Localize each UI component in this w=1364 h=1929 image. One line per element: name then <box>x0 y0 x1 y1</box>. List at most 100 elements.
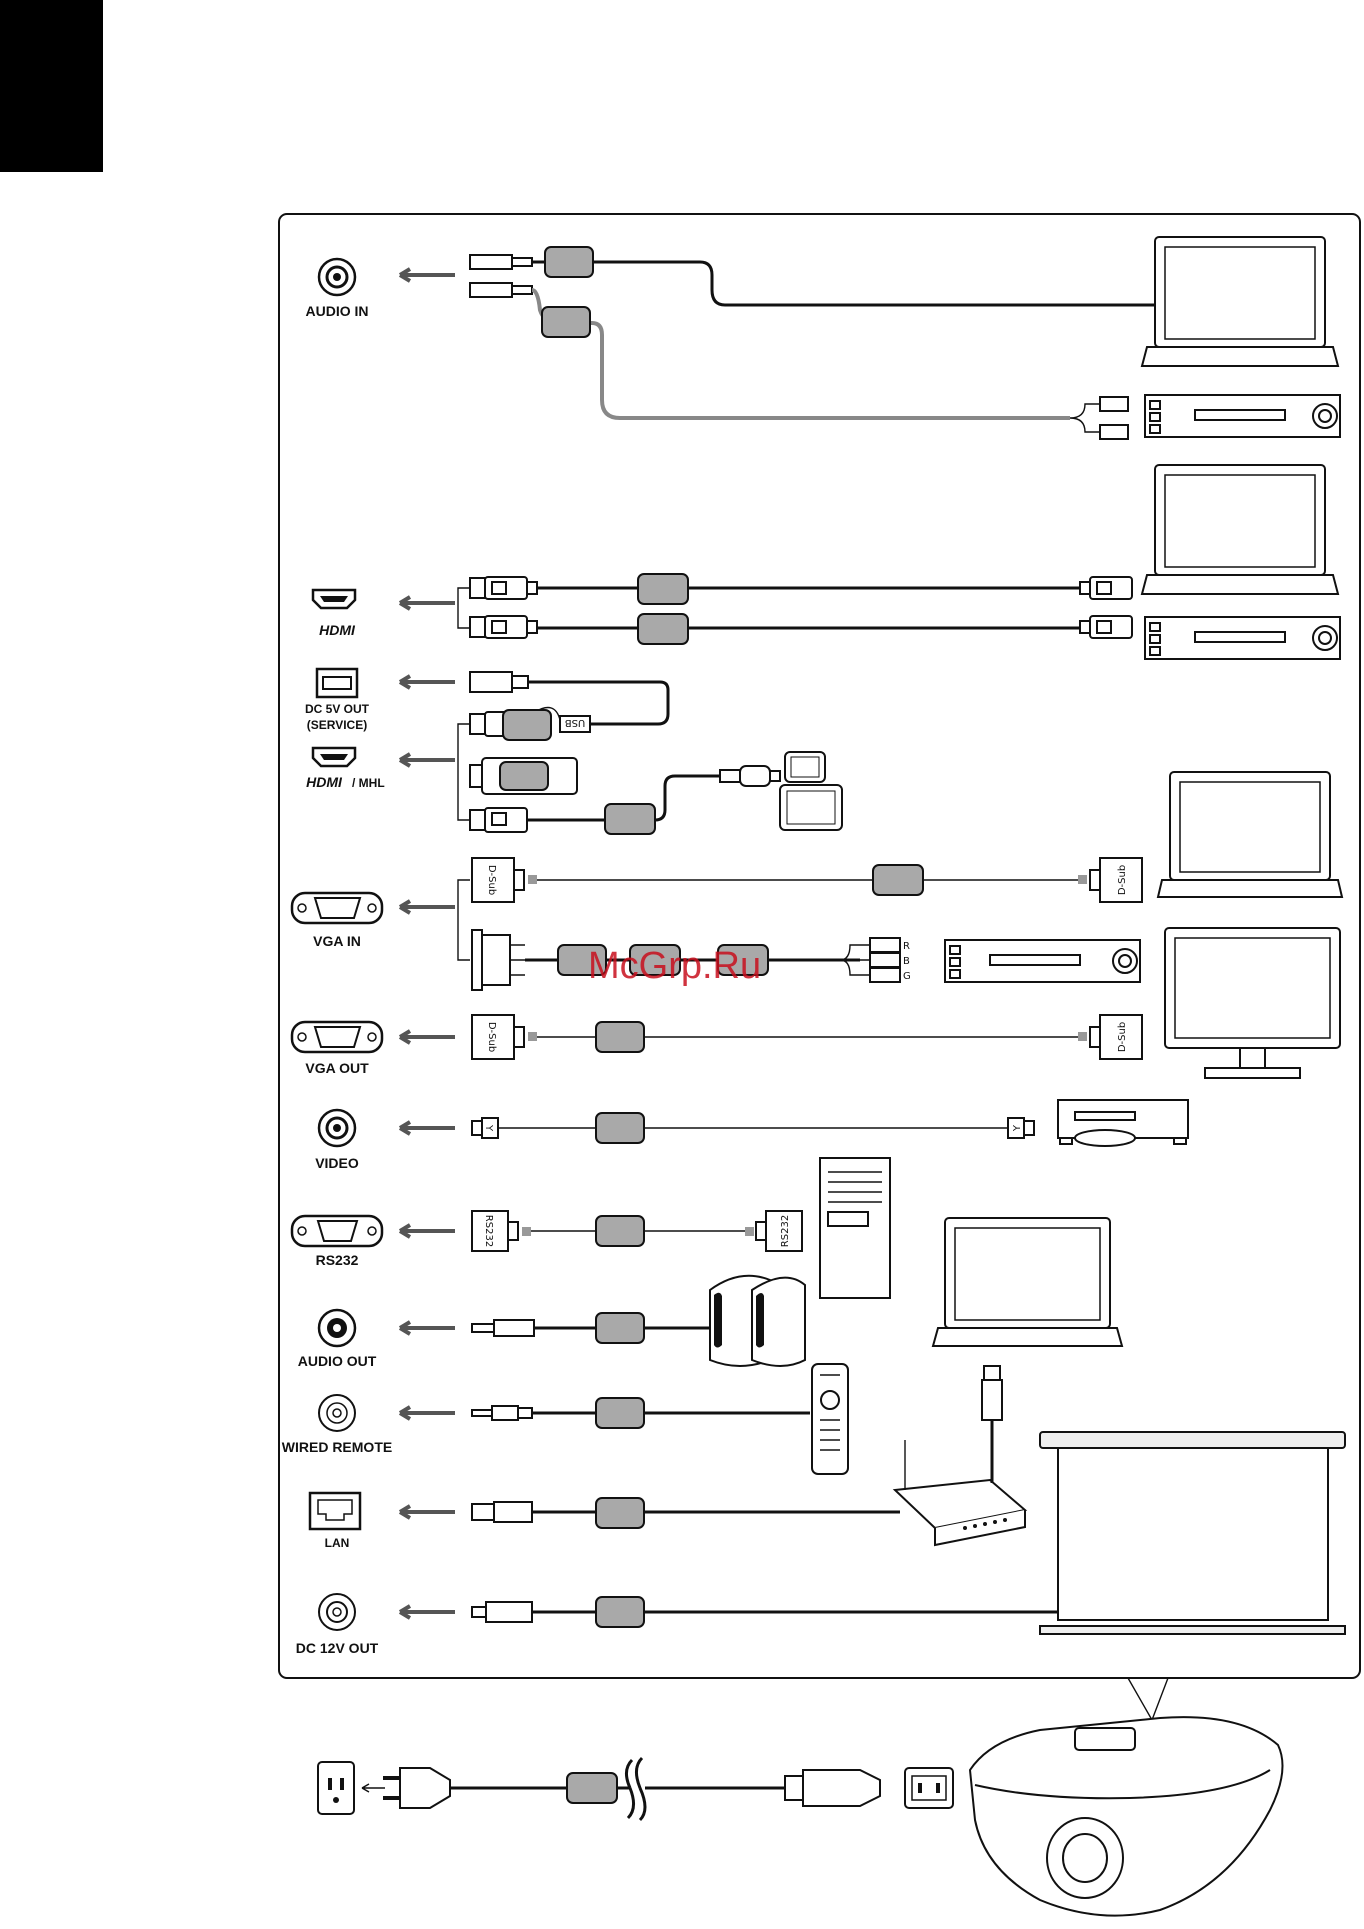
rca-plug-set <box>870 938 900 982</box>
tablet-icon <box>780 785 842 830</box>
streaming-stick <box>470 758 577 794</box>
hdmi-mhl-arrow <box>400 754 455 766</box>
outlet-arrow <box>362 1784 385 1792</box>
ferrite-core <box>596 1022 644 1052</box>
ferrite-core <box>567 1773 617 1803</box>
rca-g-tag: G <box>903 971 911 982</box>
hdmi-plug <box>1080 577 1132 599</box>
component-rca-split <box>840 945 870 975</box>
ferrite-core <box>638 574 688 604</box>
video-label: VIDEO <box>315 1155 359 1171</box>
mhl-branch <box>458 724 470 820</box>
usb-port-icon <box>317 669 357 697</box>
rs232-port-icon <box>292 1216 382 1246</box>
dsub-tag: D-Sub <box>1117 865 1128 895</box>
vga-out-port-icon <box>292 1022 382 1052</box>
audio-in-plug-bottom <box>470 283 532 297</box>
hdmi-label: HDMI <box>319 622 356 638</box>
laptop-icon <box>1142 237 1338 366</box>
projector-icon <box>970 1717 1283 1916</box>
wall-outlet-icon <box>318 1762 354 1814</box>
rs232-tag: RS232 <box>780 1215 791 1247</box>
dc5v-service-label: (SERVICE) <box>307 718 367 732</box>
audio-in-cable-laptop <box>532 262 1160 305</box>
projection-screen-icon <box>1040 1432 1345 1634</box>
ferrite-core <box>596 1398 644 1428</box>
rs232-plug <box>472 1211 531 1251</box>
speakers-icon <box>710 1276 805 1366</box>
hdmi-port-icon <box>313 590 355 608</box>
audio-out-label: AUDIO OUT <box>298 1353 377 1369</box>
dvd-player-icon <box>945 940 1140 982</box>
ferrite-core <box>605 804 655 834</box>
dsub-tag: D-Sub <box>486 865 497 895</box>
wired-remote-port-icon <box>319 1395 355 1431</box>
power-cable-break <box>626 1758 645 1820</box>
rs232-plug <box>745 1211 802 1251</box>
ferrite-core <box>873 865 923 895</box>
rs232-label: RS232 <box>316 1252 359 1268</box>
vga-out-arrow <box>400 1031 455 1043</box>
ferrite-core <box>596 1216 644 1246</box>
hdmi-plug <box>1080 616 1132 638</box>
dc5v-out-label: DC 5V OUT <box>305 702 370 716</box>
dvd-player-icon <box>1145 617 1340 659</box>
lan-label: LAN <box>325 1536 350 1550</box>
ferrite-core <box>596 1313 644 1343</box>
hdmi-arrow <box>400 597 455 609</box>
router-icon <box>895 1440 1025 1545</box>
micro-usb-plug <box>720 766 780 786</box>
vga-in-arrow <box>400 901 455 913</box>
video-port-icon <box>319 1110 355 1146</box>
hdmi-mhl-logo: HDMI <box>306 774 343 790</box>
wired-remote-arrow <box>400 1407 455 1419</box>
dsub-tag: D-Sub <box>486 1022 497 1052</box>
vga-in-port-icon <box>292 893 382 923</box>
video-arrow <box>400 1122 455 1134</box>
vga-in-label: VGA IN <box>313 933 361 949</box>
dc-plug <box>472 1602 532 1622</box>
laptop-icon <box>1142 465 1338 594</box>
audio-in-label: AUDIO IN <box>306 303 369 319</box>
power-plug-icon <box>383 1768 450 1808</box>
audio-rca-split <box>1070 404 1100 432</box>
rj45-plug <box>472 1502 532 1522</box>
vga-component-breakout <box>472 930 525 990</box>
ferrite-core <box>545 247 593 277</box>
dvd-tray-player-icon <box>1058 1100 1188 1146</box>
video-y-tag: Y <box>1012 1124 1023 1132</box>
ferrite-core <box>596 1597 644 1627</box>
video-y-tag: Y <box>483 1124 494 1132</box>
dc12v-arrow <box>400 1606 455 1618</box>
vga-in-branch <box>458 880 470 960</box>
dc5v-arrow <box>400 676 455 688</box>
audio-in-plug-top <box>470 255 532 269</box>
rj45-plug <box>982 1366 1002 1420</box>
rca-plug <box>1100 397 1128 411</box>
iec-plug-icon <box>785 1770 880 1806</box>
audio-in-arrow <box>400 269 455 281</box>
dvd-player-icon <box>1145 395 1340 437</box>
dsub-tag: D-Sub <box>1117 1022 1128 1052</box>
laptop-icon <box>933 1218 1122 1346</box>
page-tab-marker <box>0 0 103 172</box>
rca-b-tag: B <box>903 956 910 967</box>
wired-remote-label: WIRED REMOTE <box>282 1439 392 1455</box>
monitor-icon <box>1165 928 1340 1078</box>
laptop-icon <box>1158 772 1342 897</box>
audio-plug <box>472 1320 534 1336</box>
usb-plug <box>470 672 528 692</box>
watermark: McGrp.Ru <box>588 945 761 987</box>
audio-out-arrow <box>400 1322 455 1334</box>
ferrite-core <box>596 1498 644 1528</box>
lan-port-icon <box>310 1493 360 1529</box>
hdmi-plug <box>470 616 537 638</box>
mini-jack-plug <box>472 1406 532 1420</box>
audio-in-cable-player <box>532 290 1070 418</box>
rca-r-tag: R <box>903 941 910 952</box>
dsub-plug <box>472 1015 537 1059</box>
dsub-plug <box>1078 858 1142 902</box>
audio-in-port-icon <box>319 259 355 295</box>
ferrite-core <box>503 710 551 740</box>
